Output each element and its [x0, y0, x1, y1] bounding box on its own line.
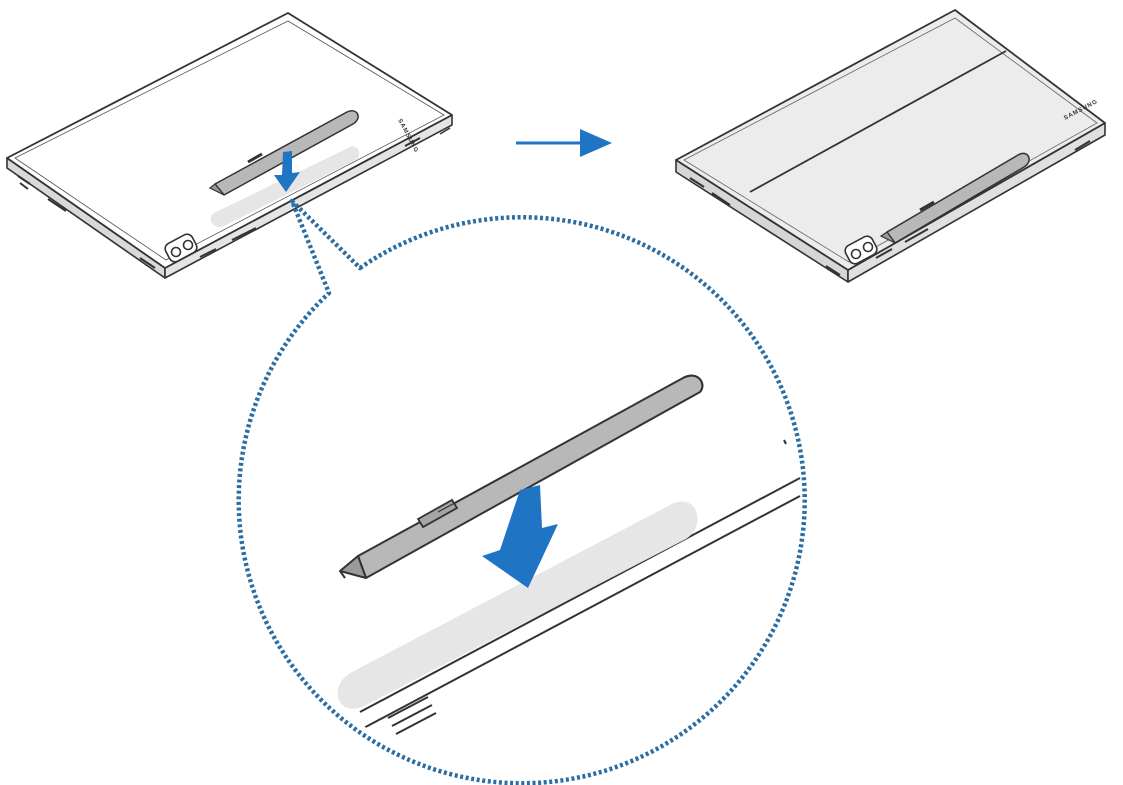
- arrow-down-icon-zoom: [482, 485, 558, 588]
- callout-dotted-outline: [236, 198, 807, 785]
- tablet-with-cover-right: SAMSUNG: [675, 9, 1106, 283]
- arrow-down-icon: [274, 151, 300, 192]
- s-pen-right: [879, 152, 1030, 244]
- camera-module-left: [164, 233, 198, 263]
- cover-fold-line: [749, 50, 1007, 193]
- tablet-back-face: [6, 12, 453, 269]
- book-cover-face: [675, 9, 1106, 271]
- zoom-callout: [236, 198, 807, 785]
- camera-module-right: [844, 235, 878, 265]
- pen-magnetic-zone-zoom: [337, 501, 698, 709]
- arrow-right-icon: [516, 129, 612, 157]
- tablet-back-left: SAMSUNG: [6, 12, 453, 279]
- s-pen-zoom: [339, 374, 704, 579]
